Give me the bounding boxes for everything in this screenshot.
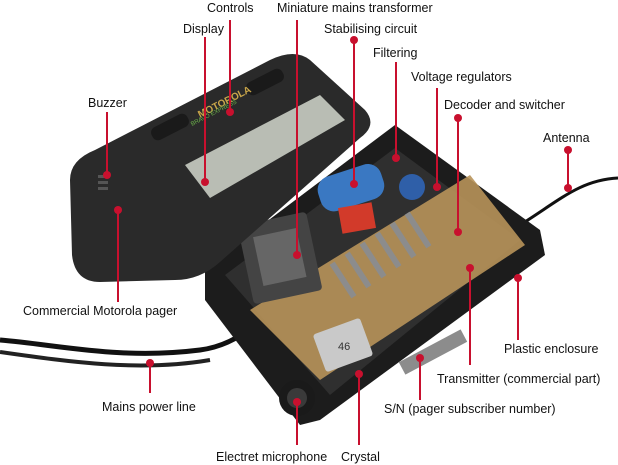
buzzer-grille — [98, 175, 108, 190]
label-filtering: Filtering — [373, 46, 418, 60]
label-plastic-enclosure: Plastic enclosure — [504, 342, 599, 356]
pager-display — [185, 95, 345, 198]
mains-power-cable-2 — [0, 350, 211, 368]
pager-controls-2 — [246, 68, 284, 96]
label-crystal: Crystal — [341, 450, 380, 464]
antenna-wire — [519, 176, 618, 227]
circuit-board — [250, 175, 525, 380]
serial-label — [398, 329, 468, 375]
label-display: Display — [183, 22, 224, 36]
label-stabilising-circuit: Stabilising circuit — [324, 22, 418, 36]
transformer-core — [253, 227, 307, 287]
crystal-marking: 46 — [338, 341, 350, 353]
label-electret-microphone: Electret microphone — [216, 450, 328, 464]
red-capacitor — [338, 202, 376, 234]
heatsink-fins — [329, 211, 432, 299]
mains-power-cable — [0, 316, 264, 356]
callout-lines — [106, 20, 569, 445]
label-voltage-regulators: Voltage regulators — [411, 70, 512, 84]
crystal-component — [313, 318, 373, 372]
filter-capacitor — [399, 174, 425, 200]
label-miniature-mains-transformer: Miniature mains transformer — [277, 1, 433, 15]
label-serial-number: S/N (pager subscriber number) — [384, 402, 556, 416]
callout-dots — [103, 36, 572, 406]
label-controls: Controls — [207, 1, 254, 15]
label-mains-power-line: Mains power line — [102, 400, 196, 414]
label-antenna: Antenna — [543, 131, 590, 145]
label-transmitter: Transmitter (commercial part) — [437, 372, 601, 386]
label-commercial-pager: Commercial Motorola pager — [23, 304, 178, 318]
pager-controls — [151, 113, 189, 141]
label-buzzer: Buzzer — [88, 96, 127, 110]
label-decoder-switcher: Decoder and switcher — [444, 98, 565, 112]
stabilising-capacitor — [317, 164, 385, 212]
